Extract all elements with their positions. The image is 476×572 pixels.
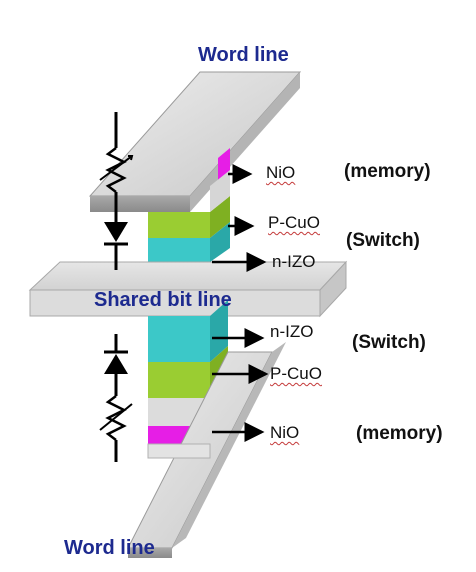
lower-cuo-layer xyxy=(148,362,210,398)
lower-switch-label: (Switch) xyxy=(352,332,426,353)
upper-stack xyxy=(148,148,230,262)
upper-izo-label: n-IZO xyxy=(272,252,316,271)
shared-bit-line-label: Shared bit line xyxy=(94,289,232,311)
lower-circuit-symbol xyxy=(99,334,133,462)
lower-nio-label: NiO xyxy=(270,423,300,442)
lower-memory-label: (memory) xyxy=(356,423,443,444)
upper-izo-layer xyxy=(148,238,210,262)
lower-izo-layer xyxy=(148,316,210,362)
lower-izo-label: n-IZO xyxy=(270,322,314,341)
label-arrows xyxy=(212,164,269,442)
upper-memory-label: (memory) xyxy=(344,161,431,182)
top-word-line-label: Word line xyxy=(198,44,289,66)
shared-bit-line xyxy=(28,260,348,318)
bottom-word-line-label: Word line xyxy=(64,537,155,559)
upper-nio-label: NiO xyxy=(266,163,296,182)
upper-cuo-label: P-CuO xyxy=(268,213,320,232)
top-word-line xyxy=(88,71,302,212)
upper-cuo-layer xyxy=(148,212,210,238)
upper-switch-label: (Switch) xyxy=(346,230,420,251)
bottom-word-line xyxy=(127,342,286,558)
upper-circuit-symbol xyxy=(99,112,134,270)
lower-cuo-label: P-CuO xyxy=(270,364,322,383)
